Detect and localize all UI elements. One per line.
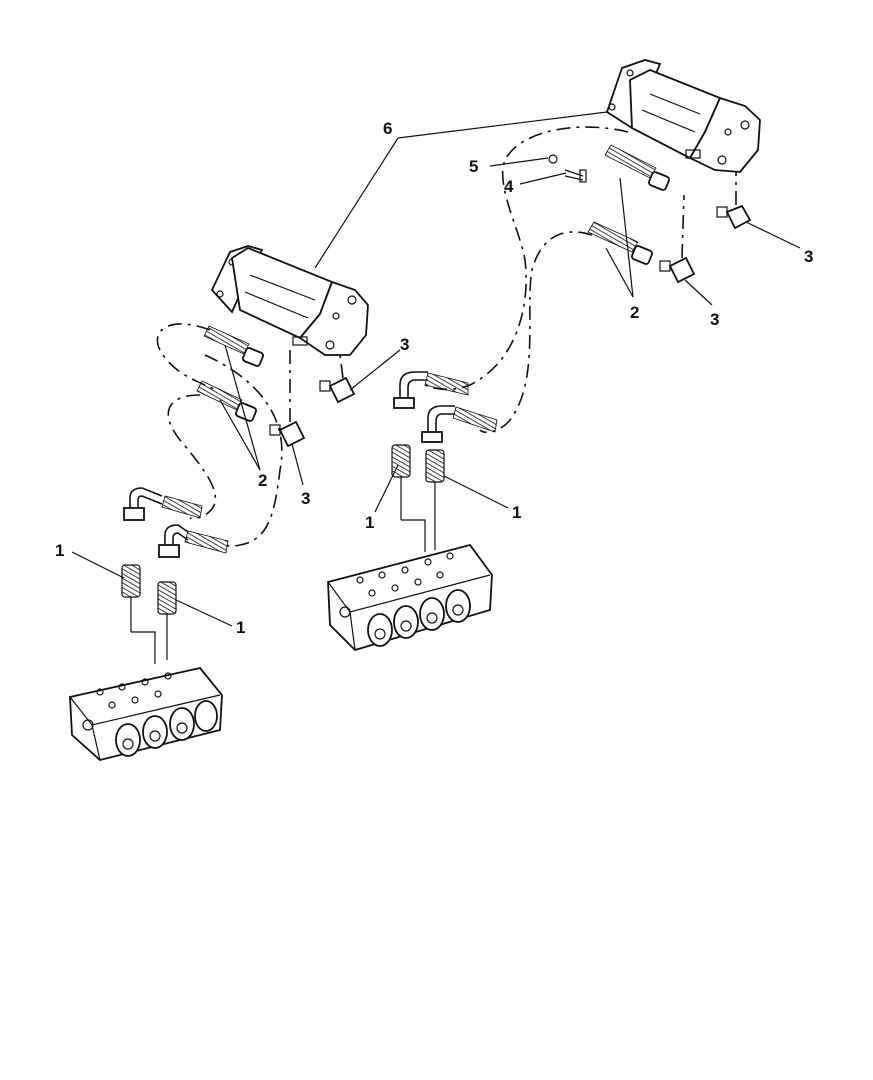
callout-labels: 6 5 4 3 2 3 3 2 3 1 1 1 1 <box>55 119 813 637</box>
callout-3-far-right: 3 <box>804 247 813 266</box>
bolt-and-washer <box>548 154 587 183</box>
callout-5: 5 <box>469 157 478 176</box>
hose-adapters-lower-left <box>123 487 189 558</box>
cylinder-middle-left <box>210 245 369 356</box>
callout-1-upper-left: 1 <box>365 513 374 532</box>
callout-1-lower-left: 1 <box>55 541 64 560</box>
elbow-fittings <box>269 172 752 448</box>
callout-1-lower-right: 1 <box>236 618 245 637</box>
callout-3-left-upper: 3 <box>400 335 409 354</box>
callout-2-right: 2 <box>630 303 639 322</box>
callout-6: 6 <box>383 119 392 138</box>
callout-1-upper-right: 1 <box>512 503 521 522</box>
hose-adapters-middle-right <box>393 371 455 443</box>
valve-block-middle-right <box>327 543 493 652</box>
callout-2-left: 2 <box>258 471 267 490</box>
cylinder-upper-right <box>605 59 761 173</box>
callout-4: 4 <box>504 177 514 196</box>
leader-lines <box>71 111 801 627</box>
hose-nuts <box>235 171 670 422</box>
callout-3-left-lower: 3 <box>301 489 310 508</box>
hose-ends <box>161 144 657 554</box>
callout-3-right: 3 <box>710 310 719 329</box>
valve-block-lower-left <box>69 667 223 761</box>
